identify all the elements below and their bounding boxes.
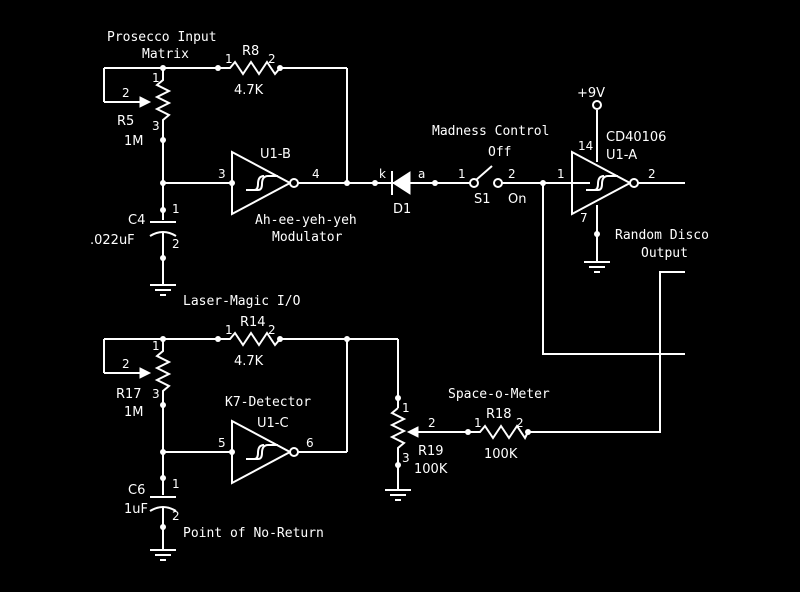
modulator-label: Modulator xyxy=(272,230,343,245)
r17-potentiometer xyxy=(103,336,172,452)
laser-magic-label: Laser-Magic I/O xyxy=(183,294,301,309)
r8-value-label: 4.7K xyxy=(234,83,264,98)
k7-detector-label: K7-Detector xyxy=(225,395,311,410)
r8-pin2-label: 2 xyxy=(268,52,276,66)
r14-resistor xyxy=(163,331,398,452)
d1-a-label: a xyxy=(418,167,425,181)
c4-capacitor xyxy=(149,183,177,296)
u1a-ref-label: U1-A xyxy=(606,148,637,163)
s1-pin2-label: 2 xyxy=(508,167,516,181)
feedback-wire-top xyxy=(542,183,685,355)
c4-ref-label: C4 xyxy=(128,213,145,228)
c4-pin1-label: 1 xyxy=(172,202,180,216)
r17-pin1-label: 1 xyxy=(152,339,160,353)
u1c-schmitt-inverter xyxy=(231,419,347,485)
madness-control-label: Madness Control xyxy=(432,124,549,139)
s1-pin1-label: 1 xyxy=(458,167,466,181)
r5-pin2-label: 2 xyxy=(122,86,130,100)
s1-switch xyxy=(469,165,590,188)
r17-pin3-label: 3 xyxy=(152,387,160,401)
u1c-ref-label: U1-C xyxy=(257,416,289,431)
d1-k-label: k xyxy=(379,167,386,181)
r5-potentiometer xyxy=(103,65,172,183)
prosecco-input-label: Prosecco Input xyxy=(107,30,217,45)
output-label: Output xyxy=(641,246,688,261)
c6-ref-label: C6 xyxy=(128,483,145,498)
matrix-label: Matrix xyxy=(142,47,189,62)
c4-pin2-label: 2 xyxy=(172,237,180,251)
r19-pin2-label: 2 xyxy=(428,416,436,430)
r5-pin1-label: 1 xyxy=(152,71,160,85)
c6-value-label: 1uF xyxy=(124,502,148,517)
u1c-pin5-label: 5 xyxy=(218,436,226,450)
c4-value-label: .022uF xyxy=(90,233,135,248)
r14-ref-label: R14 xyxy=(240,315,266,330)
r14-pin2-label: 2 xyxy=(268,323,276,337)
r18-ref-label: R18 xyxy=(486,407,512,422)
r14-pin1-label: 1 xyxy=(225,323,233,337)
u1a-pin14-label: 14 xyxy=(578,139,593,153)
r8-resistor xyxy=(163,60,348,183)
r19-potentiometer xyxy=(385,339,468,501)
u1a-pin7-label: 7 xyxy=(580,211,588,225)
r5-value-label: 1M xyxy=(124,134,144,149)
u1a-pin2-label: 2 xyxy=(648,167,656,181)
r18-value-label: 100K xyxy=(484,447,518,462)
random-disco-label: Random Disco xyxy=(615,228,709,243)
point-of-no-return-label: Point of No-Return xyxy=(183,526,324,541)
r19-value-label: 100K xyxy=(414,462,448,477)
u1a-pin1-label: 1 xyxy=(557,167,565,181)
u1b-ref-label: U1-B xyxy=(260,147,291,162)
c6-pin2-label: 2 xyxy=(172,509,180,523)
s1-on-label: On xyxy=(508,192,526,207)
d1-diode xyxy=(391,171,438,195)
u1a-schmitt-inverter xyxy=(571,100,685,273)
r19-pin1-label: 1 xyxy=(402,401,410,415)
u1b-schmitt-inverter xyxy=(231,150,470,216)
r19-pin3-label: 3 xyxy=(402,451,410,465)
d1-ref-label: D1 xyxy=(393,202,411,217)
c6-capacitor xyxy=(149,452,177,561)
r18-resistor xyxy=(465,424,531,440)
r5-ref-label: R5 xyxy=(117,114,134,129)
r8-pin1-label: 1 xyxy=(225,52,233,66)
feedback-wire-bottom xyxy=(528,271,685,433)
u1c-pin6-label: 6 xyxy=(306,436,314,450)
r14-value-label: 4.7K xyxy=(234,354,264,369)
ah-ee-yeh-yeh-label: Ah-ee-yeh-yeh xyxy=(255,213,357,228)
u1b-pin3-label: 3 xyxy=(218,167,226,181)
r17-value-label: 1M xyxy=(124,405,144,420)
c6-pin1-label: 1 xyxy=(172,477,180,491)
space-o-meter-label: Space-o-Meter xyxy=(448,387,550,402)
u1b-pin4-label: 4 xyxy=(312,167,320,181)
r18-pin2-label: 2 xyxy=(516,416,524,430)
r5-pin3-label: 3 xyxy=(152,119,160,133)
r8-ref-label: R8 xyxy=(242,44,259,59)
supply-9v-label: +9V xyxy=(577,86,605,101)
cd40106-part-label: CD40106 xyxy=(606,130,666,145)
s1-ref-label: S1 xyxy=(474,192,491,207)
r17-pin2-label: 2 xyxy=(122,357,130,371)
r17-ref-label: R17 xyxy=(116,387,142,402)
r19-ref-label: R19 xyxy=(418,444,444,459)
r18-pin1-label: 1 xyxy=(474,416,482,430)
s1-off-label: Off xyxy=(488,145,511,160)
